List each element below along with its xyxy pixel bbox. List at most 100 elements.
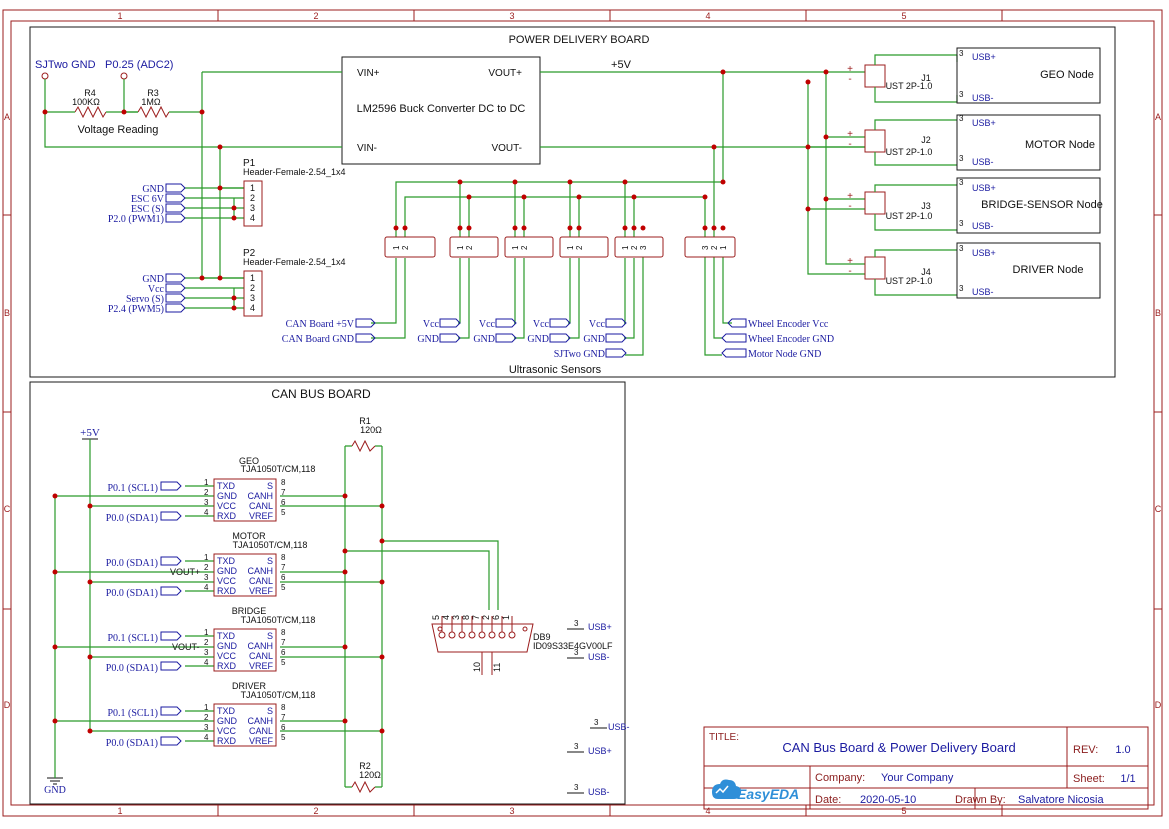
p1-net-1: GND [142,184,164,195]
svg-text:2: 2 [520,245,529,250]
svg-text:8: 8 [281,703,286,712]
geo-sda-net: P0.0 (SDA1) [106,513,158,524]
svg-text:3: 3 [959,154,964,163]
svg-text:1: 1 [204,553,209,562]
plus5v-label: +5V [611,59,632,71]
r3-name: R3 [147,88,159,98]
svg-text:TXD: TXD [217,481,236,491]
header-p1 [243,180,263,227]
db9-part: ID09S33E4GV00LF [533,641,613,651]
sensor2-vcc-net: Vcc [479,319,496,330]
svg-text:+: + [847,256,853,267]
svg-text:GND: GND [217,716,238,726]
svg-text:1: 1 [456,245,465,250]
svg-text:TXD: TXD [217,556,236,566]
resistor-r1 [351,439,376,453]
col-label-3: 3 [509,11,514,21]
p1-pin-4: 4 [250,213,255,223]
svg-text:3: 3 [204,573,209,582]
p2-net-2: Vcc [148,284,165,295]
svg-text:3: 3 [959,49,964,58]
svg-text:RXD: RXD [217,661,237,671]
svg-text:TXD: TXD [217,706,236,716]
stub-usb-minus-1: USB- [588,652,610,662]
col-label-5-bottom: 5 [901,806,906,816]
svg-text:6: 6 [491,615,501,620]
col-label-2: 2 [313,11,318,21]
svg-text:VCC: VCC [217,501,237,511]
sheet-value: 1/1 [1120,773,1135,785]
resistor-r2 [351,780,376,794]
motor-vout-plus-label: VOUT+ [170,567,200,577]
svg-text:3: 3 [451,615,461,620]
bridge-vout-minus-label: VOUT- [172,642,200,652]
bridge-usb-plus: USB+ [972,183,996,193]
row-label-d: D [4,700,11,710]
p2-name: P2 [243,248,256,259]
svg-text:S: S [267,556,273,566]
svg-text:+: + [847,191,853,202]
bridge-usb-minus: USB- [972,221,994,231]
p2-pin-1: 1 [250,273,255,283]
r1-value: 120Ω [360,425,382,435]
p1-net-2: ESC 6V [131,194,165,205]
driver-sda-net: P0.0 (SDA1) [106,738,158,749]
p2-net-3: Servo (S) [126,294,164,305]
svg-text:1: 1 [204,628,209,637]
title-block [703,726,1149,810]
svg-text:VCC: VCC [217,651,237,661]
svg-text:2: 2 [481,615,491,620]
svg-text:2: 2 [204,638,209,647]
transceiver-geo-name: GEO [239,456,259,466]
j2-part: UST 2P-1.0 [886,147,933,157]
r4-value: 100KΩ [72,97,100,107]
svg-text:VREF: VREF [249,736,274,746]
stub-usb-minus-3: USB- [588,787,610,797]
svg-text:-: - [848,201,851,212]
geo-usb-plus: USB+ [972,52,996,62]
svg-text:5: 5 [281,658,286,667]
db9-pin-labels: 5 4 3 8 7 2 6 1 10 11 [431,615,511,672]
power-board-title: POWER DELIVERY BOARD [509,34,650,46]
p1-net-3: ESC (S) [131,204,164,215]
p1-part: Header-Female-2.54_1x4 [243,167,346,177]
svg-text:3: 3 [204,723,209,732]
stub-usb-plus-2: USB+ [588,746,612,756]
can-5v-label: +5V [80,427,100,439]
svg-text:10: 10 [472,662,482,672]
svg-text:CANH: CANH [247,716,273,726]
sjtwo-gnd-label: SJTwo GND [35,59,96,71]
sensor3-gnd-net: GND [527,334,549,345]
svg-text:CANH: CANH [247,491,273,501]
sensor2-gnd-net: GND [473,334,495,345]
p1-pin-1: 1 [250,183,255,193]
svg-text:2: 2 [401,245,410,250]
usb-stubs [567,628,607,794]
buck-converter [341,56,541,165]
node-pin-numbers: 33 33 33 33 [959,49,964,293]
svg-text:1: 1 [621,245,630,250]
svg-text:VCC: VCC [217,576,237,586]
sensor1-gnd-net: GND [417,334,439,345]
stub-pin-numbers: 33 33 3 [574,619,599,792]
svg-text:4: 4 [204,583,209,592]
svg-text:RXD: RXD [217,586,237,596]
j2-name: J2 [921,135,931,145]
col-label-2-bottom: 2 [313,806,318,816]
svg-text:VREF: VREF [249,661,274,671]
svg-text:GND: GND [217,491,238,501]
svg-text:3: 3 [959,284,964,293]
svg-text:2: 2 [204,713,209,722]
p1-pin-2: 2 [250,193,255,203]
resistor-r3 [137,105,170,119]
svg-text:+: + [847,64,853,75]
polarity-marks: +- +- +- +- [847,64,853,277]
svg-text:S: S [267,631,273,641]
svg-text:CANL: CANL [249,726,273,736]
buck-converter-label: LM2596 Buck Converter DC to DC [357,103,526,115]
svg-text:2: 2 [204,488,209,497]
col-label-4: 4 [705,11,710,21]
transceiver-geo-part: TJA1050T/CM,118 [241,464,316,474]
svg-text:2: 2 [710,245,719,250]
